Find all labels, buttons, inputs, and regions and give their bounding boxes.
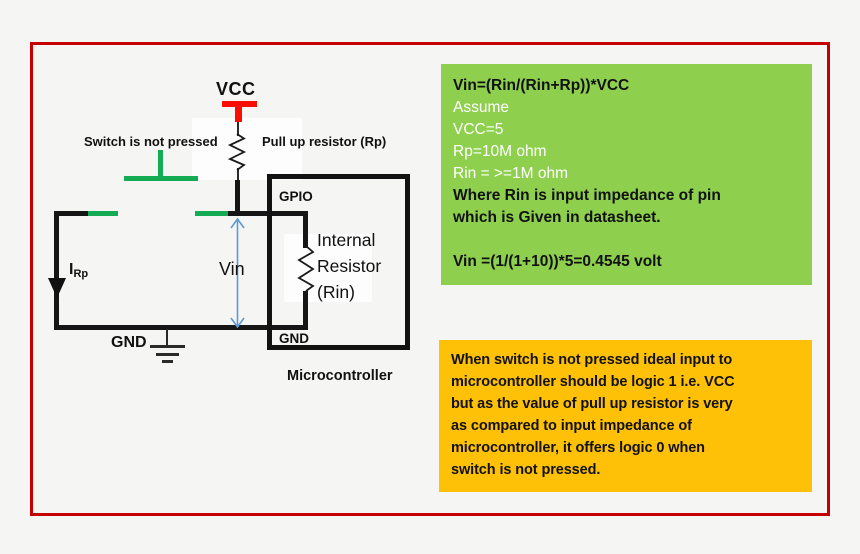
white-patch-rin: [284, 234, 372, 302]
note-line: Vin =(1/(1+10))*5=0.4545 volt: [453, 253, 662, 270]
internal-resistor-line1: Internal: [317, 230, 376, 250]
gnd-pin-label: GND: [279, 331, 309, 346]
internal-resistor-icon: [297, 245, 315, 292]
gnd-label: GND: [111, 334, 147, 351]
wire-resistor-lower-thin: [237, 168, 239, 181]
orange-explanation-note: When switch is not pressed ideal input t…: [439, 340, 812, 492]
vcc-symbol-stem: [235, 106, 242, 122]
pullup-resistor-icon: [227, 133, 247, 171]
vin-label: Vin: [219, 259, 245, 279]
note-line: switch is not pressed.: [451, 462, 601, 478]
wire-bottom-gnd: [54, 325, 308, 330]
wire-vcc-to-resistor: [237, 121, 239, 136]
note-line: Assume: [453, 99, 509, 116]
internal-resistor-line3: (Rin): [317, 282, 355, 302]
current-label-main: I: [69, 261, 74, 278]
switch-label: Switch is not pressed: [84, 134, 218, 149]
wire-left-vertical: [54, 211, 59, 330]
microcontroller-box: [267, 174, 410, 350]
note-line: Where Rin is input impedance of pin: [453, 187, 721, 204]
ground-symbol-bar1: [150, 345, 185, 348]
note-line: microcontroller, it offers logic 0 when: [451, 440, 705, 456]
note-line-spacer: [453, 229, 800, 251]
note-line: When switch is not pressed ideal input t…: [451, 352, 733, 368]
pullup-resistor-label: Pull up resistor (Rp): [262, 134, 387, 149]
red-border-frame: [30, 42, 830, 516]
gpio-pin-label: GPIO: [279, 189, 313, 204]
ground-symbol-stem: [166, 329, 168, 346]
wire-rin-bottom: [303, 291, 308, 328]
switch-contact-right: [195, 211, 228, 216]
note-line: but as the value of pull up resistor is …: [451, 396, 733, 412]
note-line: microcontroller should be logic 1 i.e. V…: [451, 374, 735, 390]
wire-switch-left: [54, 211, 88, 216]
note-line: VCC=5: [453, 121, 504, 138]
ground-symbol-bar3: [162, 360, 173, 363]
white-patch-pullup: [192, 118, 302, 180]
ground-symbol-bar2: [156, 353, 179, 356]
note-line: as compared to input impedance of: [451, 418, 692, 434]
current-label: IRp: [69, 261, 88, 280]
current-arrow-icon: [48, 278, 66, 298]
green-formula-note: Vin=(Rin/(Rin+Rp))*VCC Assume VCC=5 Rp=1…: [441, 64, 812, 285]
wire-resistor-to-junction: [235, 180, 240, 216]
vcc-symbol-bar: [222, 101, 257, 107]
vcc-label: VCC: [216, 79, 256, 99]
note-line: Rin = >=1M ohm: [453, 165, 569, 182]
current-label-sub: Rp: [73, 268, 89, 280]
internal-resistor-label: Internal Resistor (Rin): [317, 227, 381, 305]
switch-actuator-bar: [124, 176, 198, 181]
internal-resistor-line2: Resistor: [317, 256, 382, 276]
note-line: Vin=(Rin/(Rin+Rp))*VCC: [453, 77, 630, 94]
wire-rin-top: [303, 213, 308, 248]
vin-arrow-icon: [230, 217, 245, 329]
note-line: which is Given in datasheet.: [453, 209, 661, 226]
switch-actuator-stem: [158, 150, 163, 178]
microcontroller-label: Microcontroller: [287, 368, 393, 384]
note-line: Rp=10M ohm: [453, 143, 547, 160]
switch-contact-left: [88, 211, 118, 216]
